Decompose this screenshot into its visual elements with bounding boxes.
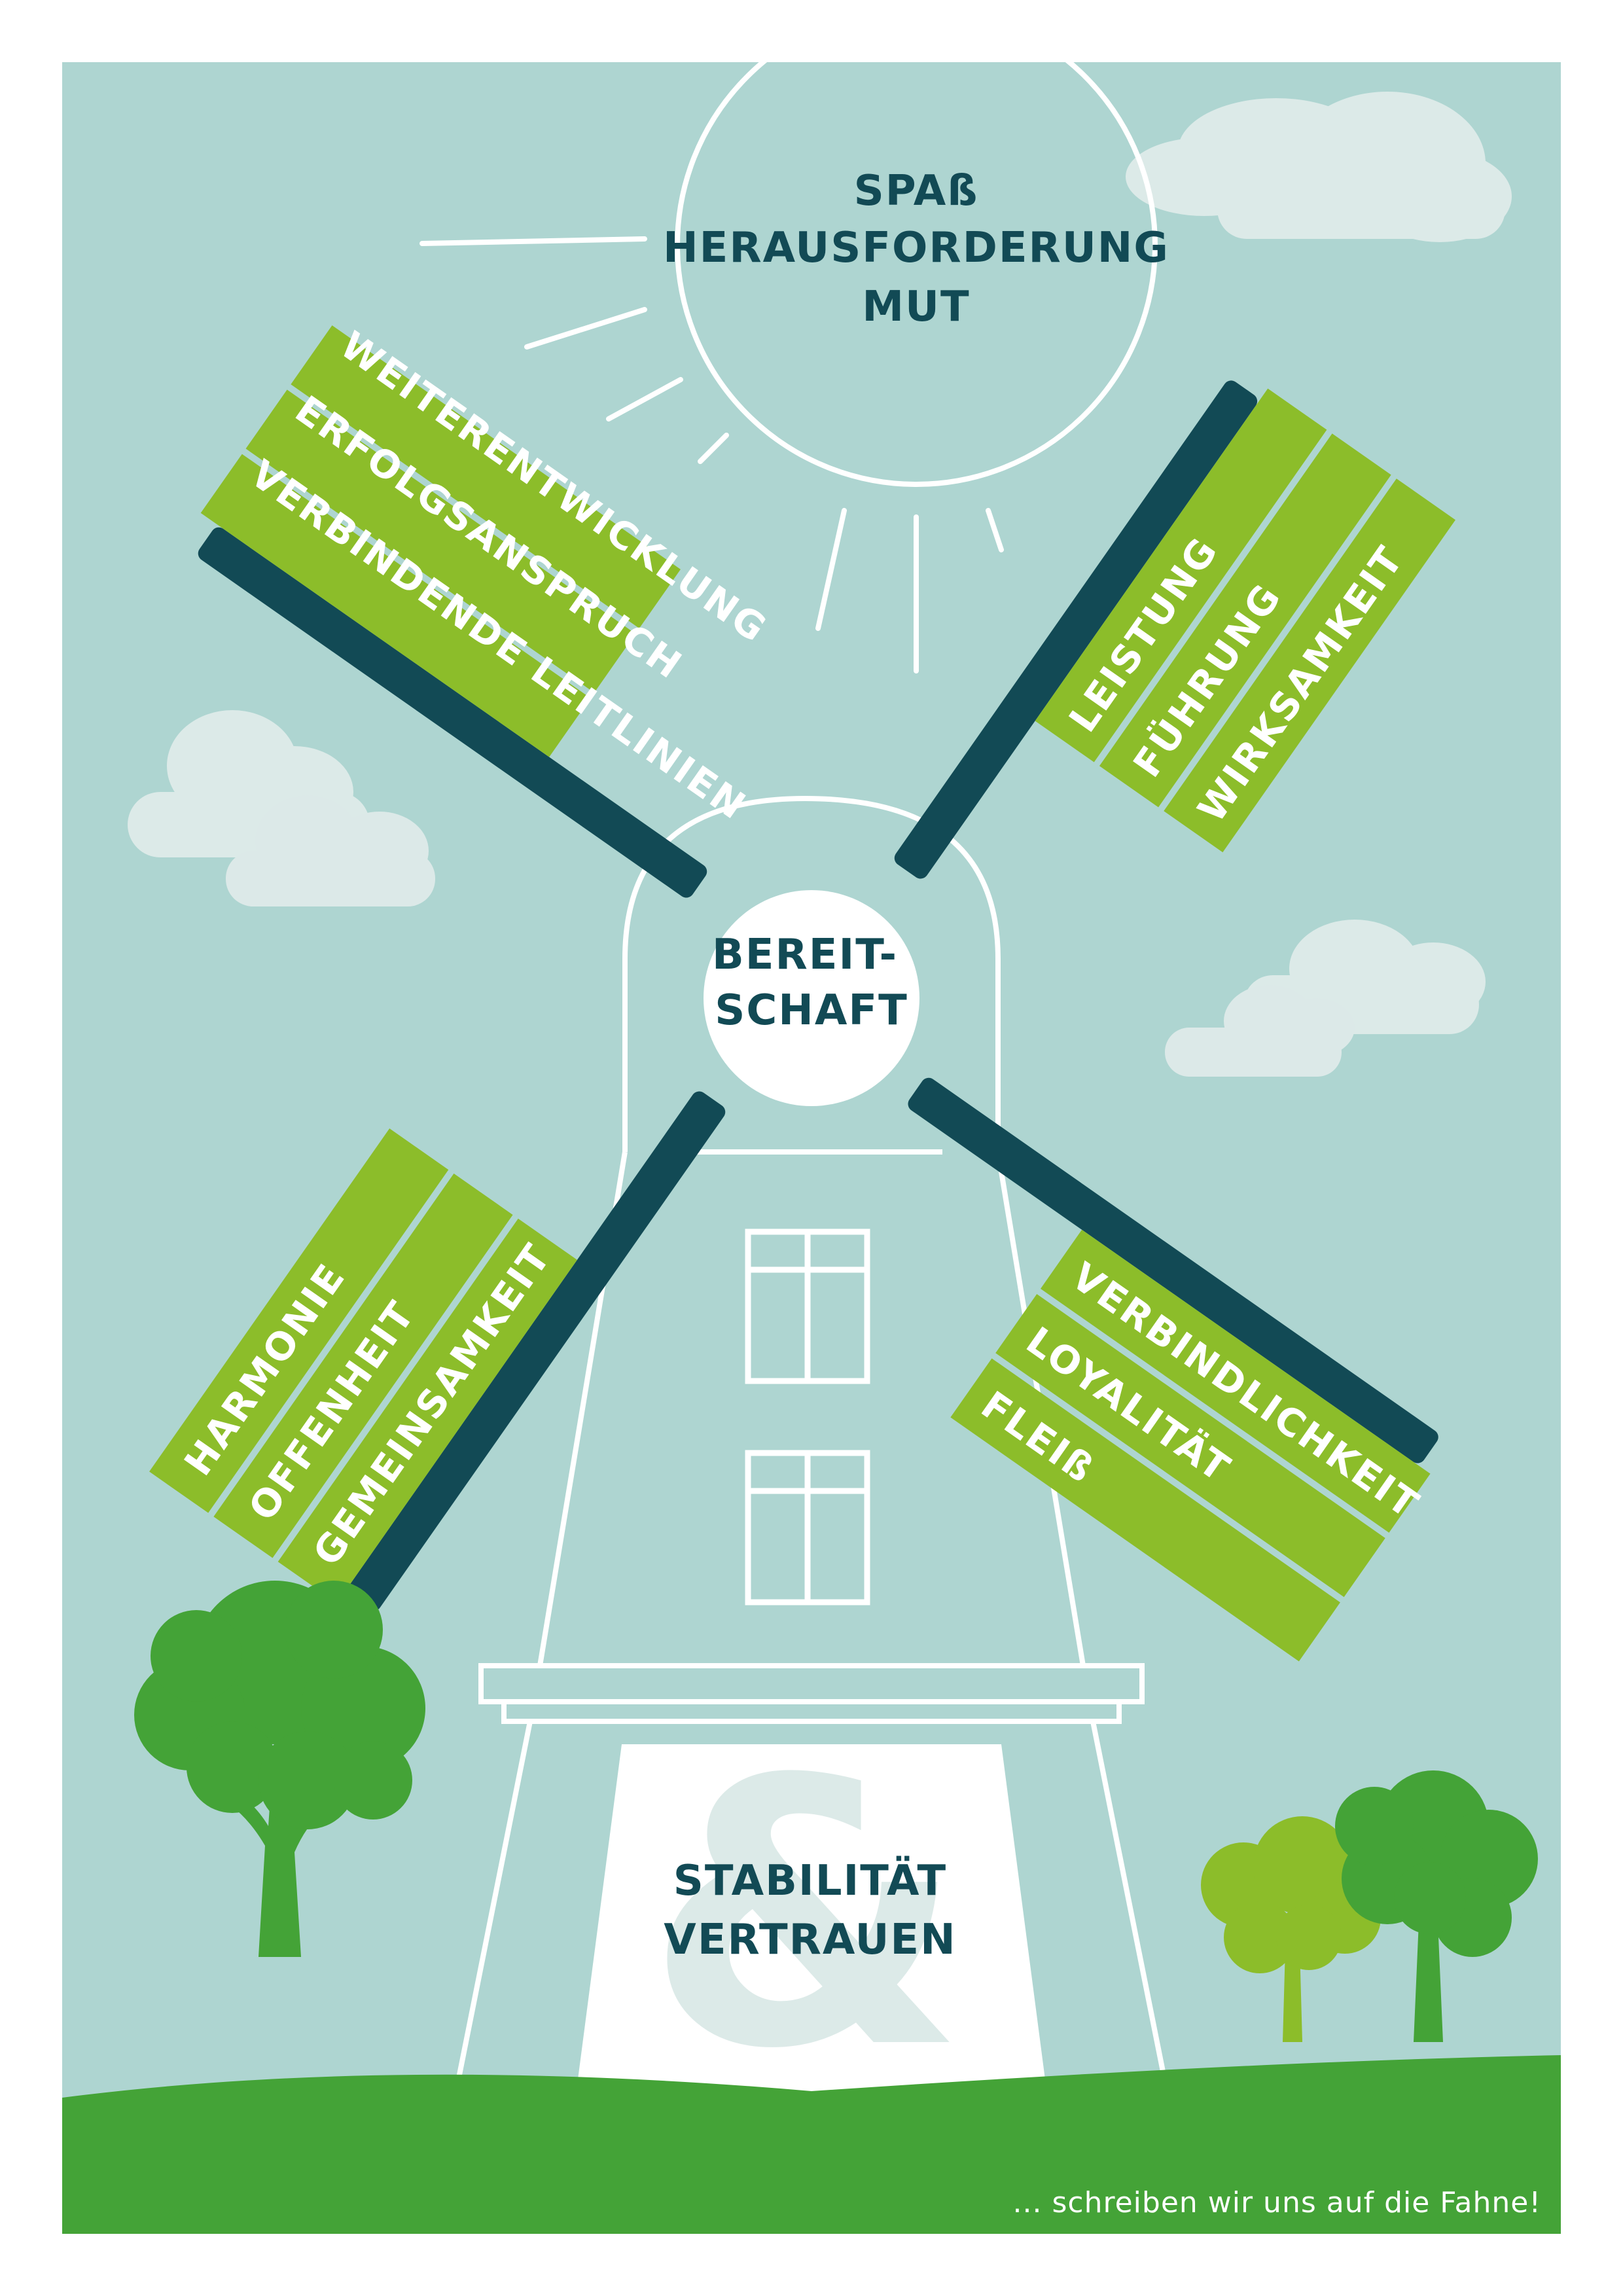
sun-line-1: SPAß <box>854 167 979 215</box>
hub-line-2: SCHAFT <box>715 986 908 1035</box>
blade-bottom-right: VERBINDLICHKEIT LOYALITÄT FLEIß <box>908 1077 1438 1662</box>
cloud-right-small <box>1165 985 1355 1077</box>
hub-line-1: BEREIT- <box>712 931 898 979</box>
windmill-hub: BEREIT- SCHAFT <box>704 890 919 1106</box>
sun-line-3: MUT <box>862 283 970 331</box>
base-line-2: VERTRAUEN <box>664 1916 956 1964</box>
sun-line-2: HERAUSFORDERUNG <box>663 224 1169 272</box>
windmill-windows <box>745 1229 870 1605</box>
cloud-left-small <box>226 795 435 906</box>
ground-hill <box>62 2055 1561 2234</box>
tree-left <box>134 1581 425 1957</box>
blade-bottom-left: GEMEINSAMKEIT OFFENHEIT HARMONIE <box>149 1091 726 1611</box>
sun: SPAß HERAUSFORDERUNG MUT <box>419 4 1169 673</box>
cloud-top-right <box>1126 92 1512 242</box>
tree-right-dark <box>1335 1770 1538 2042</box>
slogan-text: ... schreiben wir uns auf die Fahne! <box>1013 2186 1541 2219</box>
blade-top-left: VERBINDENDE LEITLINIEN ERFOLGSANSPRUCH W… <box>198 323 776 898</box>
base-line-1: STABILITÄT <box>673 1856 947 1905</box>
ampersand-watermark: & <box>645 1702 965 2129</box>
windmill-gallery <box>478 1663 1145 1724</box>
windmill-base: & STABILITÄT VERTRAUEN <box>455 1702 1168 2129</box>
tree-right-light <box>1201 1816 1381 2042</box>
